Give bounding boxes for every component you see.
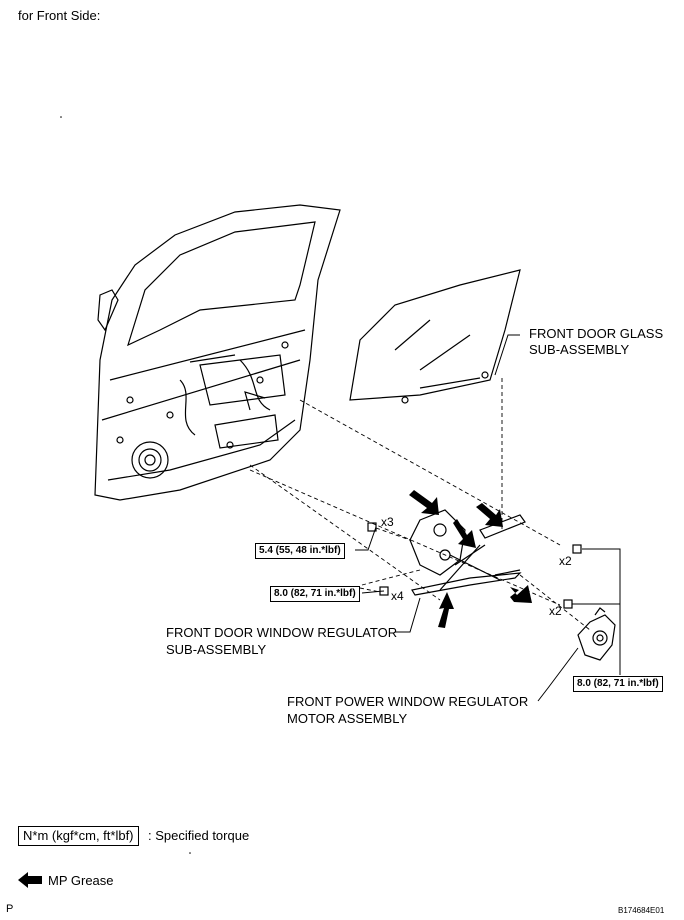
grease-arrow-1 [409, 490, 439, 515]
page-title: for Front Side: [18, 8, 101, 23]
door-frame [94, 204, 341, 501]
torque-label-1: 5.4 (55, 48 in.*lbf) [255, 543, 345, 559]
label-motor-2: MOTOR ASSEMBLY [287, 711, 408, 726]
qty-x2-lower: x2 [549, 604, 562, 618]
label-regulator-2: SUB-ASSEMBLY [166, 642, 267, 657]
window-regulator [409, 509, 526, 596]
door-glass [349, 269, 521, 404]
grease-legend-desc: MP Grease [48, 873, 114, 888]
torque-legend-desc: : Specified torque [148, 828, 250, 843]
torque-legend-box: N*m (kgf*cm, ft*lbf) [18, 826, 139, 846]
guide-lines [249, 378, 591, 631]
qty-x4: x4 [391, 589, 404, 603]
grease-arrow-icon [18, 872, 42, 888]
torque-label-3: 8.0 (82, 71 in.*lbf) [573, 676, 663, 692]
grease-arrow-4 [510, 585, 532, 603]
label-motor-1: FRONT POWER WINDOW REGULATOR [287, 694, 529, 709]
footer-left: P [6, 903, 14, 915]
label-regulator-1: FRONT DOOR WINDOW REGULATOR [166, 625, 398, 640]
bolt-x2-lower [563, 599, 573, 609]
grease-arrow-2 [476, 503, 503, 527]
qty-x3: x3 [381, 515, 394, 529]
grease-arrow-3 [453, 519, 476, 548]
torque-label-2: 8.0 (82, 71 in.*lbf) [270, 586, 360, 602]
grease-arrow-5 [438, 592, 454, 628]
label-front-door-glass-1: FRONT DOOR GLASS [529, 326, 664, 341]
bolt-x2-upper [572, 544, 582, 554]
grease-arrows [409, 490, 532, 628]
label-front-door-glass-2: SUB-ASSEMBLY [529, 342, 630, 357]
qty-x2-upper: x2 [559, 554, 572, 568]
leader-lines [355, 334, 621, 702]
window-motor [577, 607, 616, 661]
footer-code: B174684E01 [618, 906, 665, 915]
